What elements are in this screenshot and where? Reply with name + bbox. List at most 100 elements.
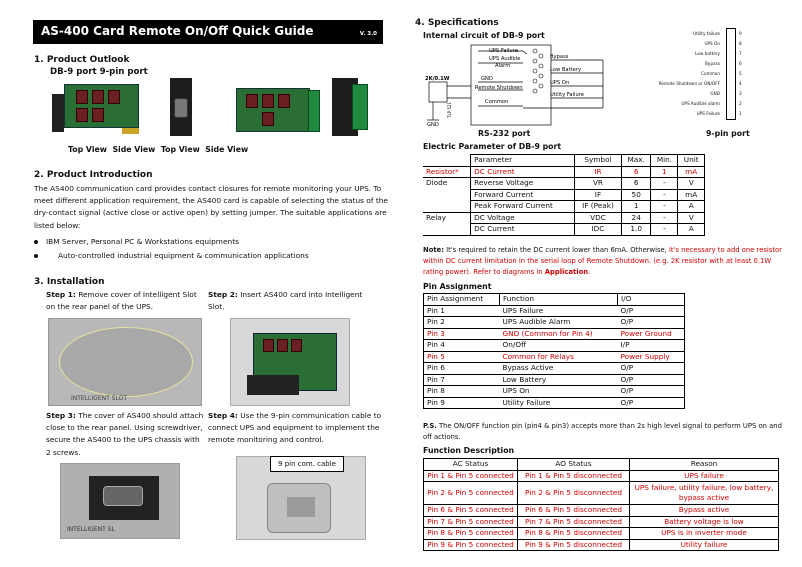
step-2: Step 2: Insert AS400 card into Intellige… <box>208 290 363 312</box>
param-symbol: IF (Peak) <box>574 200 622 213</box>
param-name: Peak Forward Current <box>470 200 576 213</box>
label-alarm: Alarm <box>495 63 510 69</box>
pin9-number: 5 <box>739 71 742 76</box>
param-min: - <box>650 223 679 236</box>
label-common: Common <box>485 99 508 105</box>
param-group <box>423 223 472 236</box>
label-ups-failure: UPS Failure <box>489 48 518 54</box>
param-unit: V <box>677 211 705 224</box>
pin9-caption: 9-pin port <box>706 129 750 138</box>
param-name: Forward Current <box>470 188 576 201</box>
electric-parameter-title: Electric Parameter of DB-9 port <box>423 142 562 151</box>
pin9-number: 7 <box>739 51 742 56</box>
photo-step-1: INTELLIGENT SLOT <box>48 318 202 406</box>
photo-top-view-db9 <box>52 78 139 136</box>
param-symbol: VR <box>574 177 622 190</box>
param-max: 6 <box>620 165 652 178</box>
pin9-number: 1 <box>739 111 742 116</box>
section-specifications: 4. Specifications <box>415 18 499 28</box>
step-1: Step 1: Remove cover of Intelligent Slot… <box>46 290 197 312</box>
rs232-caption: RS-232 port <box>478 129 531 138</box>
pin-assignment-title: Pin Assignment <box>423 282 492 291</box>
param-unit: mA <box>677 188 705 201</box>
pin9-label: Remote Shutdown or ON/OFF <box>658 81 720 86</box>
section-product-introduction: 2. Product Introduction <box>34 170 153 180</box>
param-max: 50 <box>620 188 652 201</box>
caption-side-view: Side View <box>205 145 249 154</box>
param-max: 6 <box>620 177 652 190</box>
connector-box <box>470 44 552 126</box>
ac-status: Pin 2 & Pin 5 connected <box>423 481 518 505</box>
label-bypass: Bypass <box>550 54 569 60</box>
pin9-label: Common <box>701 71 720 76</box>
pin9-label: UPS Audible alarm <box>681 101 720 106</box>
bullet-item: IBM Server, Personal PC & Workstations e… <box>34 237 239 246</box>
label-remote-shutdown: Remote Shutdown <box>475 85 523 91</box>
photo-side-view-9pin <box>328 78 386 136</box>
section-product-outlook: 1. Product Outlook <box>34 55 129 65</box>
param-group <box>423 200 472 213</box>
title-bar: AS-400 Card Remote On/Off Quick Guide V.… <box>33 20 383 44</box>
pin9-number: 8 <box>739 41 742 46</box>
param-symbol: VDC <box>574 211 622 224</box>
pin9-label: UPS On <box>704 41 720 46</box>
pin-number: Pin 1 <box>423 304 500 317</box>
param-unit: mA <box>677 165 705 178</box>
label-gnd: GND <box>481 76 493 82</box>
ao-status: Pin 7 & Pin 5 disconnected <box>517 515 630 528</box>
ao-status: Pin 1 & Pin 5 disconnected <box>517 469 630 482</box>
pin-io: Power Supply <box>617 350 685 363</box>
photo-captions: Top View Side View Top View Side View <box>68 145 248 154</box>
label-low-battery: Low Battery <box>550 67 581 73</box>
pin-io: O/P <box>617 362 685 375</box>
ps-paragraph: P.S. The ON/OFF function pin (pin4 & pin… <box>423 422 782 441</box>
pin-io: O/P <box>617 385 685 398</box>
circuit-diagram: UPS Failure UPS Audible Alarm Bypass Low… <box>425 44 604 128</box>
photo-step-3: INTELLIGENT SL <box>60 463 180 539</box>
param-min: - <box>650 211 679 224</box>
photo-step-2 <box>230 318 350 406</box>
param-name: DC Current <box>470 165 576 178</box>
pin-io: O/P <box>617 373 685 386</box>
section-installation: 3. Installation <box>34 277 105 287</box>
section-heading: 1. Product Outlook <box>34 55 130 65</box>
ac-status: Pin 6 & Pin 5 connected <box>423 504 518 517</box>
param-min: - <box>650 200 679 213</box>
pin9-number: 6 <box>739 61 742 66</box>
caption-top-view: Top View <box>160 145 200 154</box>
param-symbol: IDC <box>574 223 622 236</box>
table-header-row: AC Status AO Status Reason <box>423 458 779 471</box>
pin-number: Pin 2 <box>423 316 500 329</box>
bullet-icon <box>34 254 38 258</box>
pin9-label: UPS Failure <box>696 111 720 116</box>
reason: Battery voltage is low <box>629 515 779 528</box>
reason: Bypass active <box>629 504 779 517</box>
table-header-row: Parameter Symbol Max. Min. Unit <box>423 154 705 167</box>
pin-function: Common for Relays <box>499 350 618 363</box>
pin-function: UPS Audible Alarm <box>499 316 618 329</box>
param-min: 1 <box>650 165 679 178</box>
photo-top-view-9pin <box>228 78 324 136</box>
pin-number: Pin 8 <box>423 385 500 398</box>
param-name: Reverse Voltage <box>470 177 576 190</box>
param-min: - <box>650 177 679 190</box>
ports-subheading: DB-9 port 9-pin port <box>50 67 148 77</box>
pin-function: Low Battery <box>499 373 618 386</box>
pin-number: Pin 4 <box>423 339 500 352</box>
caption-side-view: Side View <box>112 145 156 154</box>
param-symbol: IF <box>574 188 622 201</box>
step-3: Step 3: The cover of AS400 should attach… <box>46 411 204 457</box>
label-ups-on: UPS On <box>550 80 569 86</box>
pin-io: O/P <box>617 396 685 409</box>
circuit-title: Internal circuit of DB-9 port <box>423 31 545 40</box>
